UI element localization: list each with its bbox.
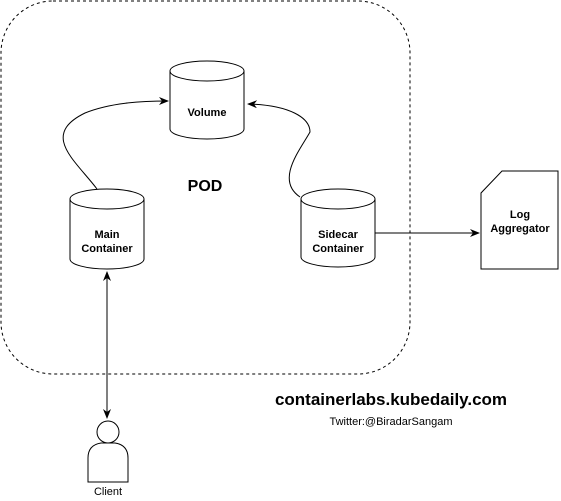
- pod-boundary: [0, 0, 411, 375]
- pod-label: POD: [188, 178, 223, 195]
- sidecar-container-node: Sidecar Container: [300, 188, 376, 268]
- main-container-label-line1: Main: [94, 229, 119, 241]
- client-label: Client: [94, 486, 122, 498]
- sidecar-container-label-line1: Sidecar: [318, 229, 358, 241]
- sidecar-to-volume-connector: [247, 100, 311, 198]
- main-to-volume-connector: [62, 97, 169, 190]
- client-person-icon: [87, 420, 129, 483]
- main-container-label-line2: Container: [81, 243, 133, 255]
- volume-label: Volume: [188, 107, 227, 119]
- twitter-handle-text: Twitter:@BiradarSangam: [329, 416, 452, 428]
- volume-node: Volume: [169, 60, 245, 140]
- log-aggregator-label-line1: Log: [510, 209, 530, 221]
- log-aggregator-label-line2: Aggregator: [490, 223, 550, 235]
- sidecar-container-label-line2: Container: [312, 243, 364, 255]
- log-aggregator-node: Log Aggregator: [480, 170, 559, 270]
- site-url-text: containerlabs.kubedaily.com: [275, 390, 507, 409]
- main-container-node: Main Container: [69, 188, 145, 270]
